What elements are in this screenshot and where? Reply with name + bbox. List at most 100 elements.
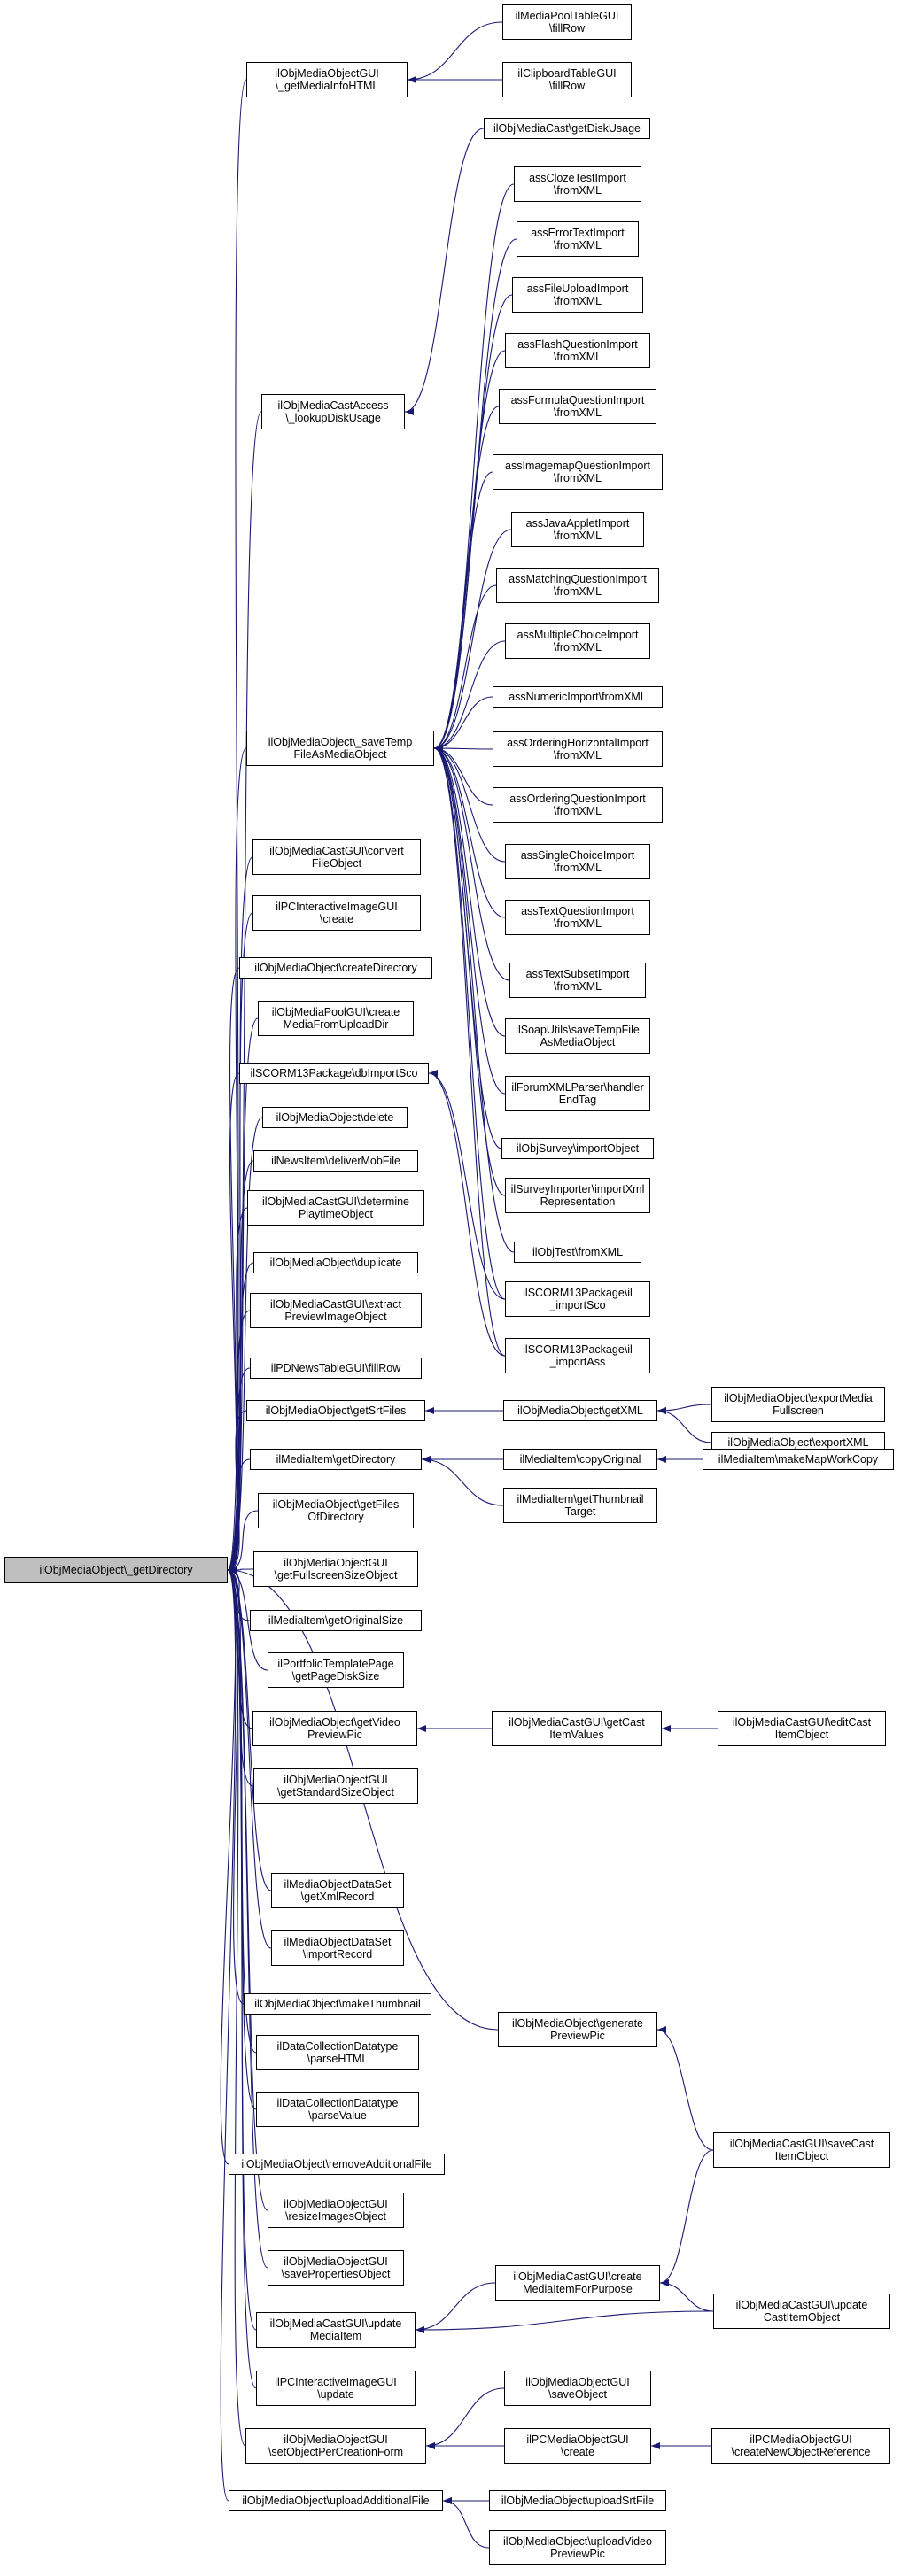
function-node[interactable]: ilObjMediaObject\getFiles OfDirectory [258, 1493, 414, 1528]
call-edge [421, 1456, 504, 1506]
function-node[interactable]: ilSoapUtils\saveTempFile AsMediaObject [505, 1018, 650, 1054]
function-node[interactable]: ilDataCollectionDatatype \parseValue [256, 2092, 419, 2127]
function-node[interactable]: ilObjMediaObjectGUI \savePropertiesObjec… [268, 2250, 404, 2286]
function-node[interactable]: ilMediaObjectDataSet \importRecord [271, 1930, 404, 1966]
function-node[interactable]: ilSCORM13Package\il _importSco [505, 1281, 650, 1317]
function-node[interactable]: assTextQuestionImport \fromXML [505, 900, 650, 935]
function-node[interactable]: ilMediaItem\getDirectory [250, 1449, 422, 1470]
function-node[interactable]: ilObjMediaObject\getXML [503, 1400, 657, 1421]
function-node[interactable]: ilObjMediaObject\getSrtFiles [246, 1400, 425, 1421]
call-edge [433, 745, 493, 753]
function-node[interactable]: ilPCInteractiveImageGUI \update [256, 2371, 416, 2406]
function-node[interactable]: ilObjMediaObject\duplicate [253, 1252, 418, 1273]
function-node[interactable]: assJavaAppletImport \fromXML [511, 512, 644, 547]
call-edge [656, 1404, 712, 1414]
function-node[interactable]: assImagemapQuestionImport \fromXML [493, 454, 663, 490]
function-node[interactable]: assMatchingQuestionImport \fromXML [496, 568, 659, 603]
function-node[interactable]: assSingleChoiceImport \fromXML [505, 844, 650, 879]
call-edge [415, 2282, 496, 2333]
function-node[interactable]: ilSurveyImporter\importXml Representatio… [505, 1178, 650, 1213]
root-function-node: ilObjMediaObject\_getDirectory [4, 1557, 228, 1583]
call-edge [656, 1407, 712, 1443]
call-edge [227, 1566, 268, 2269]
function-node[interactable]: assClozeTestImport \fromXML [514, 166, 641, 202]
call-edge [227, 1566, 246, 2447]
call-edge [433, 745, 510, 981]
call-edge [442, 2497, 490, 2549]
call-edge [227, 1410, 247, 1574]
function-node[interactable]: ilPortfolioTemplatePage \getPageDiskSize [268, 1652, 404, 1688]
function-node[interactable]: ilObjMediaObject\uploadVideo PreviewPic [489, 2530, 666, 2565]
call-edge [433, 529, 512, 752]
function-node[interactable]: assMultipleChoiceImport \fromXML [505, 623, 650, 659]
function-node[interactable]: assFormulaQuestionImport \fromXML [499, 389, 656, 424]
call-edge [407, 21, 503, 83]
function-node[interactable]: ilPCMediaObjectGUI \createNewObjectRefer… [711, 2428, 890, 2464]
function-node[interactable]: ilSCORM13Package\dbImportSco [239, 1063, 429, 1084]
function-node[interactable]: ilObjMediaCastGUI\extract PreviewImageOb… [250, 1293, 422, 1328]
function-node[interactable]: ilObjMediaObject\uploadAdditionalFile [229, 2490, 443, 2511]
call-edge [404, 128, 485, 415]
function-node[interactable]: ilForumXMLParser\handler EndTag [505, 1076, 650, 1111]
function-node[interactable]: ilObjMediaCastGUI\saveCast ItemObject [713, 2132, 890, 2168]
function-node[interactable]: ilObjMediaObject\removeAdditionalFile [229, 2154, 445, 2175]
function-node[interactable]: ilMediaItem\getThumbnail Target [503, 1488, 657, 1523]
function-node[interactable]: ilObjMediaCastGUI\editCast ItemObject [718, 1711, 886, 1746]
function-node[interactable]: ilObjMediaObjectGUI \saveObject [504, 2371, 651, 2406]
function-node[interactable]: ilObjMediaObject\uploadSrtFile [489, 2490, 666, 2511]
call-edge [659, 2279, 714, 2312]
function-node[interactable]: ilObjMediaCastGUI\getCast ItemValues [492, 1711, 662, 1746]
function-node[interactable]: ilObjMediaObjectGUI \_getMediaInfoHTML [246, 62, 408, 97]
call-edge [227, 1207, 248, 1574]
function-node[interactable]: ilObjMediaCastGUI\convert FileObject [252, 839, 421, 875]
function-node[interactable]: ilObjMediaCastGUI\determine PlaytimeObje… [247, 1190, 424, 1226]
function-node[interactable]: ilSCORM13Package\il _importAss [505, 1338, 650, 1373]
function-node[interactable]: ilDataCollectionDatatype \parseHTML [256, 2035, 419, 2070]
function-node[interactable]: ilObjMediaCastAccess \_lookupDiskUsage [261, 394, 405, 429]
function-node[interactable]: ilClipboardTableGUI \fillRow [502, 62, 632, 97]
function-node[interactable]: ilObjMediaCast\getDiskUsage [484, 118, 650, 139]
function-node[interactable]: assFileUploadImport \fromXML [512, 277, 643, 313]
call-edge [227, 1566, 257, 2389]
function-node[interactable]: ilMediaItem\makeMapWorkCopy [703, 1449, 894, 1470]
function-node[interactable]: ilPDNewsTableGUI\fillRow [250, 1358, 422, 1379]
function-node[interactable]: ilObjMediaObject\makeThumbnail [244, 1993, 431, 2015]
call-edge [227, 1458, 251, 1574]
function-node[interactable]: assOrderingQuestionImport \fromXML [493, 787, 663, 823]
function-node[interactable]: ilObjMediaObject\createDirectory [239, 957, 432, 979]
function-node[interactable]: assTextSubsetImport \fromXML [509, 963, 646, 998]
call-edge [659, 2149, 714, 2286]
function-node[interactable]: ilObjMediaObjectGUI \getStandardSizeObje… [253, 1768, 418, 1804]
function-node[interactable]: ilPCInteractiveImageGUI \create [252, 895, 421, 931]
function-node[interactable]: ilMediaItem\getOriginalSize [250, 1610, 422, 1631]
function-node[interactable]: assErrorTextImport \fromXML [517, 221, 639, 257]
function-node[interactable]: ilObjMediaObject\getVideo PreviewPic [252, 1711, 417, 1746]
function-node[interactable]: ilMediaItem\copyOriginal [503, 1449, 657, 1470]
call-edge [433, 584, 497, 752]
call-edge [220, 1566, 237, 2502]
function-node[interactable]: ilObjMediaObject\exportMedia Fullscreen [711, 1387, 885, 1422]
function-node[interactable]: ilObjMediaObject\generate PreviewPic [498, 2012, 657, 2047]
function-node[interactable]: ilObjMediaObjectGUI \setObjectPerCreatio… [245, 2428, 426, 2464]
function-node[interactable]: ilObjMediaCastGUI\update MediaItem [256, 2312, 416, 2348]
function-node[interactable]: ilNewsItem\deliverMobFile [253, 1150, 418, 1172]
function-node[interactable]: ilMediaObjectDataSet \getXmlRecord [271, 1873, 404, 1908]
function-node[interactable]: ilObjTest\fromXML [514, 1242, 641, 1263]
function-node[interactable]: assNumericImport\fromXML [493, 686, 663, 708]
function-node[interactable]: assFlashQuestionImport \fromXML [505, 333, 650, 368]
function-node[interactable]: ilObjMediaCastGUI\create MediaItemForPur… [495, 2265, 660, 2301]
function-node[interactable]: ilObjMediaObjectGUI \getFullscreenSizeOb… [253, 1551, 418, 1587]
function-node[interactable]: ilObjSurvey\importObject [501, 1138, 654, 1159]
function-node[interactable]: ilObjMediaObject\_saveTemp FileAsMediaOb… [246, 731, 434, 766]
function-node[interactable]: ilObjMediaCastGUI\update CastItemObject [713, 2294, 890, 2329]
function-node[interactable]: ilObjMediaObjectGUI \resizeImagesObject [268, 2193, 404, 2228]
call-edge [433, 745, 506, 863]
call-edge [428, 1070, 506, 1357]
function-node[interactable]: ilObjMediaObject\delete [262, 1107, 408, 1128]
function-node[interactable]: assOrderingHorizontalImport \fromXML [493, 731, 663, 767]
function-node[interactable]: ilPCMediaObjectGUI \create [504, 2428, 651, 2464]
function-node[interactable]: ilObjMediaPoolGUI\create MediaFromUpload… [258, 1001, 414, 1036]
function-node[interactable]: ilMediaPoolTableGUI \fillRow [502, 4, 632, 40]
